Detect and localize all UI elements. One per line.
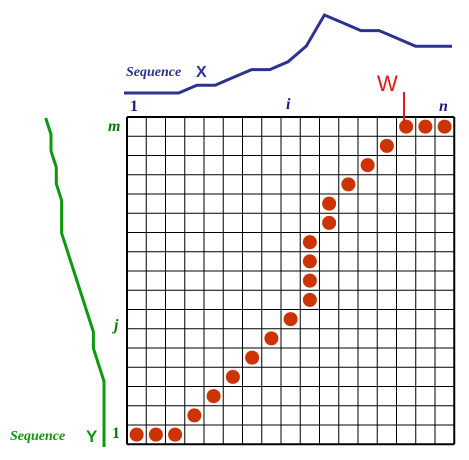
x-axis-end-label: n [439, 98, 448, 115]
warping-path-dot [437, 119, 452, 134]
sequence-x-label: Sequence [126, 65, 181, 80]
x-axis-start-label: 1 [130, 98, 138, 115]
warping-path-dot [302, 273, 317, 288]
warping-path-dot [322, 215, 337, 230]
warping-path-dot [341, 177, 356, 192]
warping-path-dot [302, 235, 317, 250]
warping-path-dot [379, 138, 394, 153]
warping-path-dot [225, 369, 240, 384]
warping-path-dot [418, 119, 433, 134]
warping-path-dot [129, 427, 144, 442]
warping-path-dot [206, 389, 221, 404]
warping-path [129, 119, 452, 442]
warping-path-dot [245, 350, 260, 365]
warping-path-dot [322, 196, 337, 211]
warping-path-dot [399, 119, 414, 134]
warping-path-dot [148, 427, 163, 442]
warping-path-dot [360, 158, 375, 173]
sequence-x-profile [124, 13, 452, 95]
sequence-y-label: Sequence [10, 429, 65, 444]
sequence-y-profile [44, 117, 106, 447]
sequence-y-letter: Y [86, 427, 98, 446]
warping-path-dot [168, 427, 183, 442]
warp-label: W [377, 71, 398, 96]
warping-path-dot [302, 254, 317, 269]
y-axis-start-label: 1 [112, 425, 120, 442]
warping-path-dot [283, 312, 298, 327]
y-axis-end-label: m [108, 118, 120, 135]
sequence-x-letter: X [196, 64, 207, 81]
x-axis-mid-label: i [286, 96, 291, 113]
warping-path-dot [187, 408, 202, 423]
y-axis-mid-label: j [111, 317, 119, 334]
cost-matrix-grid [126, 116, 456, 446]
warping-path-dot [264, 331, 279, 346]
warping-path-dot [302, 292, 317, 307]
